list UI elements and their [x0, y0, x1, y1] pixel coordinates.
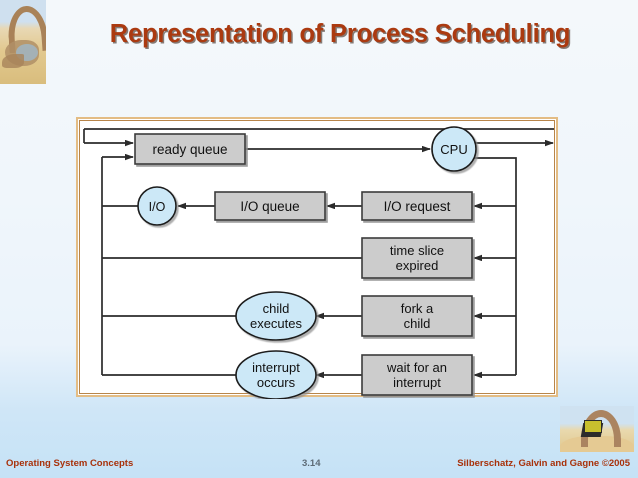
node-label-line2: child	[404, 316, 431, 331]
node-label-line1: interrupt	[252, 360, 300, 375]
node-child-executes[interactable]: child executes	[235, 291, 317, 341]
node-label-line1: time slice	[390, 243, 444, 258]
node-label: I/O	[149, 200, 166, 214]
node-cpu[interactable]: CPU	[431, 126, 477, 172]
edge-cpu-distribution-bus	[472, 157, 517, 375]
dinosaur-illustration	[0, 0, 46, 84]
node-label: I/O request	[384, 199, 451, 214]
dinosaur-tail-shape	[2, 54, 24, 68]
node-label-line2: expired	[396, 258, 439, 273]
node-label-line2: executes	[250, 316, 303, 331]
node-time-slice-expired[interactable]: time slice expired	[361, 237, 473, 279]
node-label-line1: fork a	[401, 301, 434, 316]
footer-book-title: Operating System Concepts	[6, 458, 134, 469]
node-label-line1: child	[263, 301, 290, 316]
laptop-screen-shape	[584, 420, 602, 433]
node-interrupt-occurs[interactable]: interrupt occurs	[235, 350, 317, 399]
node-wait-for-an-interrupt[interactable]: wait for an interrupt	[361, 354, 473, 396]
node-label: I/O queue	[240, 199, 299, 214]
node-label-line2: occurs	[257, 375, 296, 390]
footer-copyright: Silberschatz, Galvin and Gagne ©2005	[457, 458, 630, 469]
node-io-request[interactable]: I/O request	[361, 191, 473, 221]
node-io[interactable]: I/O	[137, 186, 177, 226]
diagram-canvas: ready queue CPU I/O I/O queue I/O reques…	[83, 126, 554, 399]
dinosaur-with-laptop-illustration	[560, 406, 634, 452]
node-io-queue[interactable]: I/O queue	[214, 191, 326, 221]
node-ready-queue[interactable]: ready queue	[134, 133, 246, 165]
diagram-connectors	[83, 128, 554, 379]
node-label-line2: interrupt	[393, 375, 441, 390]
slide-header: Representation of Process Scheduling	[0, 0, 638, 86]
node-label: ready queue	[152, 142, 227, 157]
page-title: Representation of Process Scheduling	[109, 20, 571, 48]
node-fork-a-child[interactable]: fork a child	[361, 295, 473, 337]
process-scheduling-diagram: ready queue CPU I/O I/O queue I/O reques…	[76, 117, 558, 399]
footer-slide-number: 3.14	[302, 458, 321, 469]
node-label: CPU	[440, 142, 467, 157]
node-label-line1: wait for an	[386, 360, 447, 375]
